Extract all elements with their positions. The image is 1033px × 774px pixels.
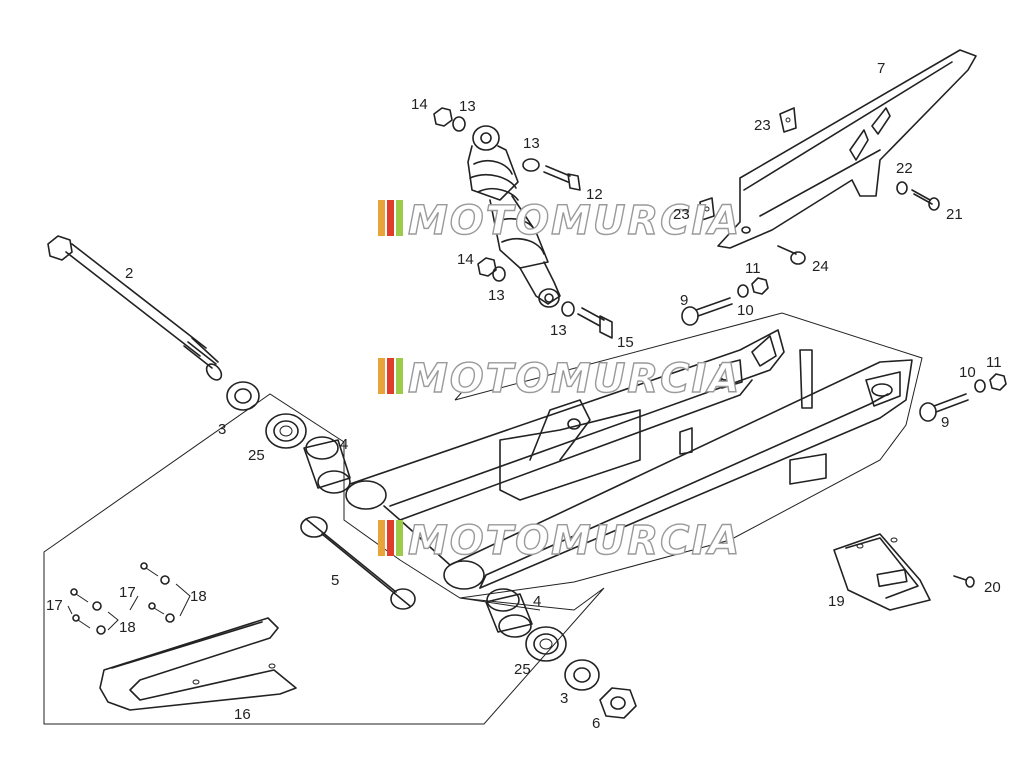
label-part-9: 9 <box>941 414 949 431</box>
bolt-21 <box>896 181 940 211</box>
bolt-9-right <box>919 373 1007 422</box>
label-part-14: 14 <box>457 251 474 268</box>
watermark-text: MOTOMURCIA <box>408 518 741 564</box>
label-part-3: 3 <box>218 421 226 438</box>
label-part-14: 14 <box>411 96 428 113</box>
label-part-19: 19 <box>828 593 845 610</box>
bolt-12 <box>543 165 581 191</box>
axle-nut <box>599 687 637 719</box>
label-part-2: 2 <box>125 265 133 282</box>
label-part-4: 4 <box>533 593 541 610</box>
washer-top <box>226 381 260 411</box>
clip-23-bottom <box>699 197 715 221</box>
washer-bottom <box>564 659 600 691</box>
watermark-stripe-green <box>396 520 403 556</box>
screws-17-18 <box>67 562 191 635</box>
label-part-13: 13 <box>550 322 567 339</box>
pivot-tube <box>300 516 416 610</box>
watermark-top: MOTOMURCIA <box>378 197 741 245</box>
label-part-13: 13 <box>523 135 540 152</box>
chain-guard <box>717 49 977 249</box>
label-part-13: 13 <box>488 287 505 304</box>
washer-13-lower <box>561 301 575 317</box>
swingarm-axle-bolt <box>47 235 223 381</box>
label-part-20: 20 <box>984 579 1001 596</box>
label-part-17: 17 <box>119 584 136 601</box>
bearing-top <box>265 413 307 449</box>
label-part-17: 17 <box>46 597 63 614</box>
label-part-18: 18 <box>119 619 136 636</box>
label-part-3: 3 <box>560 690 568 707</box>
bearing-bottom <box>525 626 567 662</box>
screw-24 <box>777 245 806 265</box>
label-part-11: 11 <box>745 260 761 277</box>
washer-13-bottom <box>492 266 506 282</box>
label-part-12: 12 <box>586 186 603 203</box>
label-part-5: 5 <box>331 572 339 589</box>
label-part-24: 24 <box>812 258 829 275</box>
chain-slider-block <box>833 533 931 611</box>
washer-13-mid <box>522 158 540 172</box>
label-part-6: 6 <box>592 715 600 732</box>
label-part-15: 15 <box>617 334 634 351</box>
label-part-22: 22 <box>896 160 913 177</box>
washer-13-top <box>452 116 466 132</box>
watermark-stripe-green <box>396 358 403 394</box>
label-part-4: 4 <box>340 436 348 453</box>
watermark-stripe-orange <box>378 200 385 236</box>
label-part-7: 7 <box>877 60 885 77</box>
watermark-stripe-green <box>396 200 403 236</box>
clip-23-top <box>779 107 797 133</box>
label-part-23: 23 <box>673 206 690 223</box>
label-part-11: 11 <box>986 354 1002 371</box>
label-part-9: 9 <box>680 292 688 309</box>
watermark-middle: MOTOMURCIA <box>378 355 741 403</box>
screw-20 <box>953 575 975 588</box>
bolt-9-upper <box>681 277 769 326</box>
watermark-stripe-red <box>387 200 394 236</box>
bushing-top <box>303 436 351 494</box>
shock-hardware <box>433 107 613 339</box>
label-part-16: 16 <box>234 706 251 723</box>
label-part-13: 13 <box>459 98 476 115</box>
watermark-stripe-red <box>387 520 394 556</box>
swingarm <box>345 329 913 590</box>
nut-14-top <box>433 107 453 127</box>
rear-shock-absorber <box>467 125 561 308</box>
label-part-25: 25 <box>248 447 265 464</box>
nut-14-bottom <box>477 257 497 277</box>
label-part-10: 10 <box>959 364 976 381</box>
watermark-text: MOTOMURCIA <box>408 356 741 402</box>
watermark-stripe-red <box>387 358 394 394</box>
watermark-text: MOTOMURCIA <box>408 198 741 244</box>
watermark-stripe-orange <box>378 520 385 556</box>
label-part-25: 25 <box>514 661 531 678</box>
part-labels: 2 3 3 4 4 5 6 7 9 9 10 10 11 11 12 13 13… <box>46 60 1002 732</box>
watermark-bottom: MOTOMURCIA <box>378 517 741 565</box>
label-part-10: 10 <box>737 302 754 319</box>
label-part-23: 23 <box>754 117 771 134</box>
assembly-outline <box>43 312 923 725</box>
bolt-15 <box>577 307 613 339</box>
chain-slider <box>99 617 297 711</box>
label-part-18: 18 <box>190 588 207 605</box>
bushing-bottom <box>485 588 533 638</box>
watermark-stripe-orange <box>378 358 385 394</box>
label-part-21: 21 <box>946 206 963 223</box>
